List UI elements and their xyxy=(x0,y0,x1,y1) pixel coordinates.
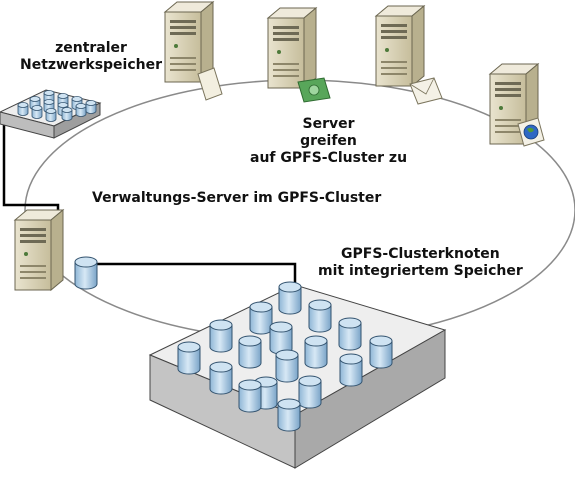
storage-disk xyxy=(298,375,322,409)
storage-disk xyxy=(209,319,233,353)
management-disk xyxy=(74,256,98,290)
money-icon xyxy=(297,77,331,103)
storage-disk xyxy=(308,299,332,333)
document-icon xyxy=(197,67,223,101)
mgmt-server-label: Verwaltungs-Server im GPFS-Cluster xyxy=(92,190,382,206)
server-3 xyxy=(375,5,425,87)
storage-disk xyxy=(269,321,293,355)
storage-disk xyxy=(369,335,393,369)
storage-disk xyxy=(249,301,273,335)
storage-disk xyxy=(338,317,362,351)
nas-disk xyxy=(85,100,97,114)
storage-disk xyxy=(238,335,262,369)
nas-disk xyxy=(75,103,87,117)
storage-disk xyxy=(238,379,262,413)
nas-box xyxy=(0,89,102,139)
storage-disk xyxy=(277,398,301,432)
cluster-nodes-label: GPFS-Clusterknoten mit integriertem Spei… xyxy=(318,246,523,279)
management-server xyxy=(14,209,64,291)
server-2 xyxy=(267,7,317,89)
storage-disk xyxy=(275,349,299,383)
nas-disk xyxy=(61,107,73,121)
nas-disk xyxy=(45,108,57,122)
nas-disk xyxy=(17,102,29,116)
storage-disk xyxy=(278,281,302,315)
server-1 xyxy=(164,1,214,83)
mail-icon xyxy=(409,77,443,105)
nas-disk xyxy=(31,105,43,119)
storage-box xyxy=(148,281,447,469)
storage-disk xyxy=(304,335,328,369)
nas-label: zentraler Netzwerkspeicher xyxy=(20,40,163,73)
globe-icon xyxy=(517,117,545,147)
servers-access-label: Server greifen auf GPFS-Cluster zu xyxy=(250,116,408,166)
storage-disk xyxy=(339,353,363,387)
storage-disk xyxy=(177,341,201,375)
storage-disk xyxy=(209,361,233,395)
